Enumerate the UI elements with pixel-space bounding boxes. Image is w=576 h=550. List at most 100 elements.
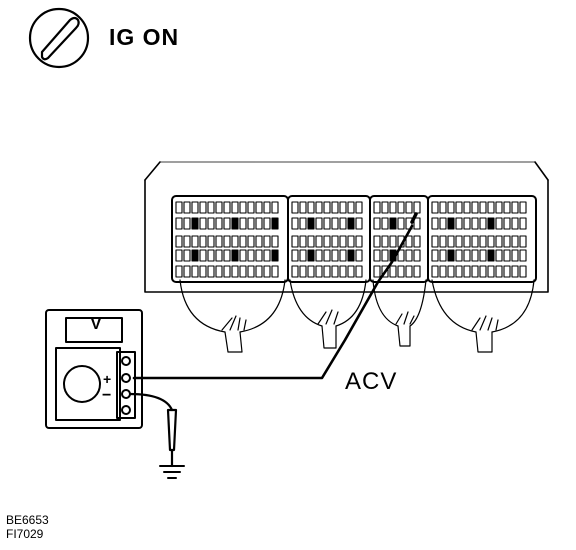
connector-pin (299, 249, 307, 262)
connector-pin (191, 201, 199, 214)
connector-pin (223, 249, 231, 262)
connector-pin (347, 201, 355, 214)
connector-pin (199, 265, 207, 278)
connector-pin (263, 265, 271, 278)
connector-pin (199, 249, 207, 262)
connector-pin (355, 265, 363, 278)
connector-pin (215, 249, 223, 262)
connector-pin (247, 249, 255, 262)
connector-pin (239, 201, 247, 214)
connector-pin (503, 249, 511, 262)
connector-pin (447, 235, 455, 248)
voltmeter (45, 309, 143, 429)
connector-pin (291, 235, 299, 248)
connector-pin (331, 265, 339, 278)
connector-pin (397, 249, 405, 262)
connector-pin (463, 235, 471, 248)
connector-pin (413, 249, 421, 262)
connector-pin (511, 265, 519, 278)
connector-pin (331, 201, 339, 214)
connector-pin (183, 235, 191, 248)
connector-pin (331, 249, 339, 262)
connector-pin (413, 265, 421, 278)
connector-pin (323, 235, 331, 248)
connector-pin (175, 265, 183, 278)
connector-pin (381, 249, 389, 262)
connector-pin (413, 201, 421, 214)
ignition-key-icon (28, 7, 90, 69)
connector-pin (503, 217, 511, 230)
connector-pin (299, 201, 307, 214)
connector-pin (247, 217, 255, 230)
connector-pin (381, 235, 389, 248)
connector-pin (223, 235, 231, 248)
meter-mode-label: V (90, 316, 102, 333)
connector-pin (439, 265, 447, 278)
connector-pin (255, 201, 263, 214)
connector-pin (223, 201, 231, 214)
connector-pin (455, 217, 463, 230)
connector-pin (315, 201, 323, 214)
connector-pin (239, 249, 247, 262)
connector-pin (439, 249, 447, 262)
connector-pin (347, 235, 355, 248)
connector-pin (299, 235, 307, 248)
ground-icon (159, 465, 185, 479)
connector-pin (323, 201, 331, 214)
connector-pin (487, 201, 495, 214)
connector-pin (315, 235, 323, 248)
connector-pin (307, 235, 315, 248)
connector-pin (471, 249, 479, 262)
negative-test-lead (128, 392, 178, 468)
connector-pin (247, 265, 255, 278)
connector-pin (447, 201, 455, 214)
connector-pin (381, 201, 389, 214)
connector-pin (447, 249, 455, 262)
connector-pin (183, 249, 191, 262)
connector-pin (397, 201, 405, 214)
connector-pin (291, 201, 299, 214)
connector-pin (373, 265, 381, 278)
connector-pin (381, 217, 389, 230)
connector-pin (231, 249, 239, 262)
connector-pin (331, 217, 339, 230)
connector-pin (323, 265, 331, 278)
connector-pin (397, 265, 405, 278)
connector-pin (463, 249, 471, 262)
connector-pin (271, 235, 279, 248)
connector-pin (405, 235, 413, 248)
connector-pin (339, 201, 347, 214)
connector-pin (255, 217, 263, 230)
connector-pin (255, 249, 263, 262)
wire-harness-1 (179, 279, 286, 353)
connector-pin (207, 235, 215, 248)
connector-pin (503, 235, 511, 248)
connector-pin (495, 201, 503, 214)
connector-pin (255, 235, 263, 248)
connector-pin (255, 265, 263, 278)
connector-pin (339, 217, 347, 230)
connector-pin (207, 249, 215, 262)
connector-pin (263, 201, 271, 214)
connector-pin (479, 265, 487, 278)
positive-terminal-mark: + (103, 371, 111, 387)
connector-pin (495, 265, 503, 278)
ecu-housing (144, 161, 549, 293)
connector-pin (519, 201, 527, 214)
connector-pin (519, 249, 527, 262)
connector-pins (175, 201, 527, 278)
connector-pin (331, 235, 339, 248)
connector-pin (291, 249, 299, 262)
connector-pin (463, 265, 471, 278)
connector-pin (389, 265, 397, 278)
connector-pin (175, 235, 183, 248)
connector-pin (511, 249, 519, 262)
connector-pin (503, 265, 511, 278)
connector-pin (323, 249, 331, 262)
connector-pin (339, 249, 347, 262)
connector-pin (431, 235, 439, 248)
connector-pin (355, 217, 363, 230)
connector-pin (271, 265, 279, 278)
connector-pin (447, 217, 455, 230)
connector-pin (479, 201, 487, 214)
